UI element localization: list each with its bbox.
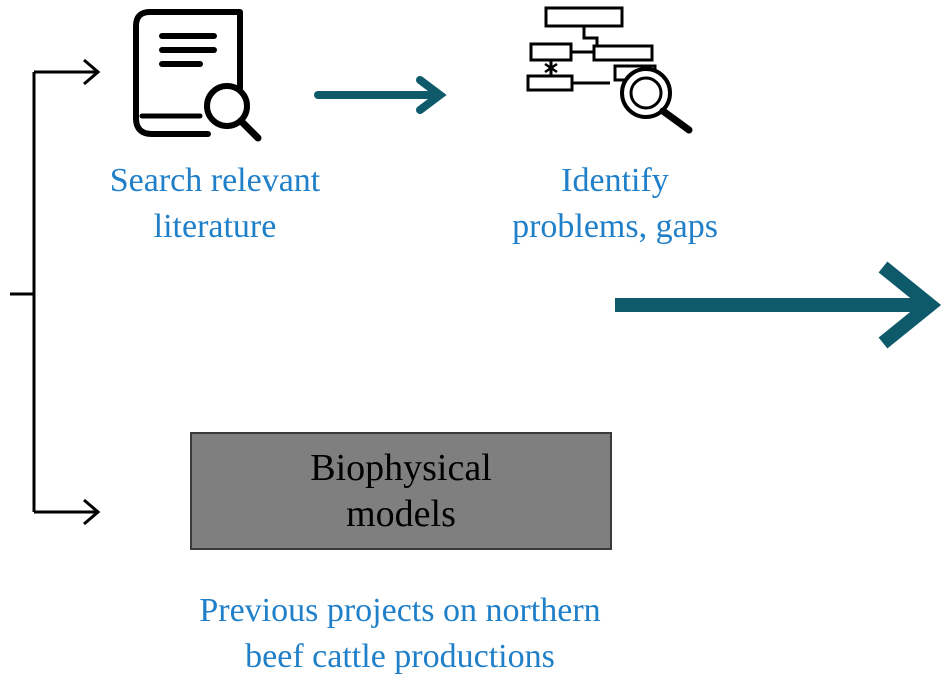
identify-gaps-text: Identify problems, gaps: [512, 162, 718, 245]
previous-projects-text: Previous projects on northern beef cattl…: [199, 592, 601, 675]
long-arrow: [615, 261, 942, 349]
previous-projects-label: Previous projects on northern beef cattl…: [110, 588, 690, 680]
search-literature-text: Search relevant literature: [109, 162, 321, 245]
document-search-icon: [133, 9, 262, 142]
identify-gaps-label: Identify problems, gaps: [470, 158, 760, 250]
left-bracket: [10, 58, 101, 526]
biophysical-models-box: Biophysical models: [190, 432, 612, 550]
search-literature-label: Search relevant literature: [70, 158, 360, 250]
short-arrow: [314, 76, 447, 114]
flowchart-magnifier-icon: [526, 6, 693, 134]
biophysical-models-text: Biophysical models: [310, 447, 492, 535]
